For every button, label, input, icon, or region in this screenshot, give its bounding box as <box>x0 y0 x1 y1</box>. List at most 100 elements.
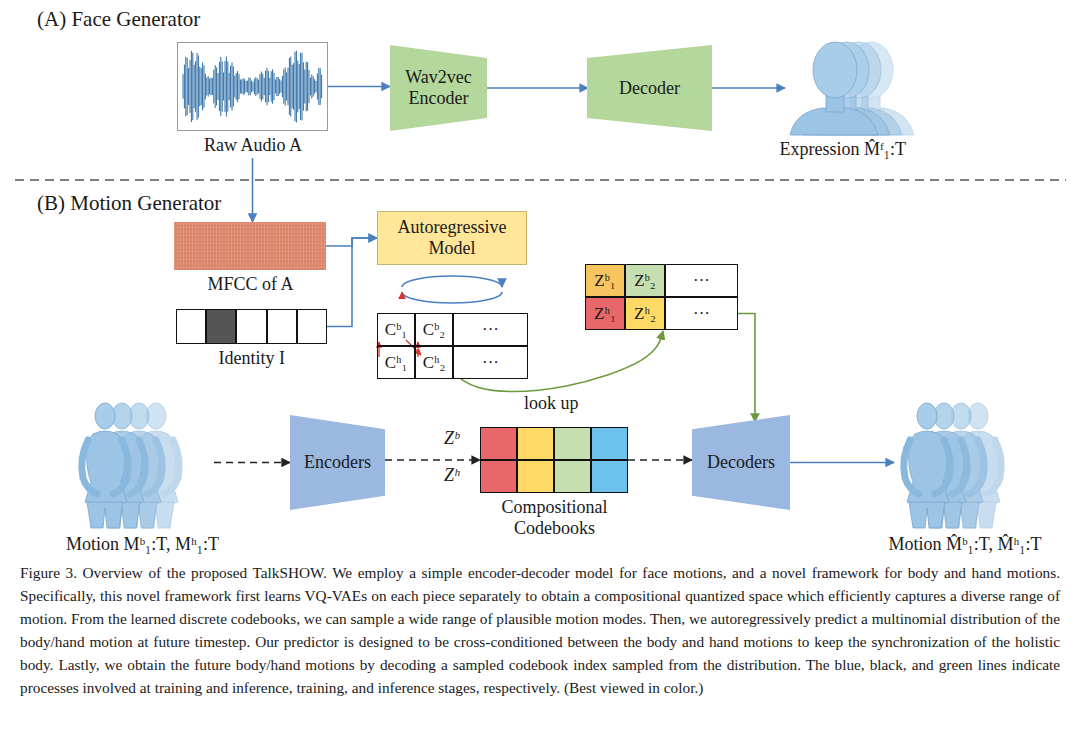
wave-stroke <box>248 78 249 96</box>
wave-stroke <box>247 80 248 92</box>
wave-stroke <box>220 57 221 116</box>
node-shape <box>176 309 327 344</box>
wave-stroke <box>222 61 223 111</box>
node-caption: Motion Mᵇ₁:T, Mʰ₁:T <box>64 534 220 555</box>
wave-stroke <box>229 73 230 101</box>
node-label: ··· <box>693 303 710 324</box>
wave-stroke <box>310 78 311 96</box>
flow-connector <box>712 87 785 89</box>
codebook-entry <box>554 427 591 460</box>
edge-label: look up <box>522 393 581 414</box>
flow-connector <box>790 462 894 464</box>
wave-stroke <box>255 77 256 96</box>
wave-stroke <box>306 62 307 112</box>
wave-stroke <box>307 62 308 111</box>
wave-stroke <box>300 53 301 120</box>
decoder-block: Decoder <box>587 45 712 131</box>
illustration-part <box>417 342 418 357</box>
wave-stroke <box>213 70 214 103</box>
wave-stroke <box>314 79 315 93</box>
wave-stroke <box>215 65 216 108</box>
node-label: Cᵇ₂ <box>423 319 446 340</box>
node-shape <box>785 42 900 135</box>
wave-stroke <box>223 72 224 100</box>
wave-stroke <box>265 71 266 103</box>
trapezoid-fill <box>692 415 790 510</box>
node-shape <box>892 395 1037 530</box>
latent-cell: Zᵇ₁ <box>585 264 625 297</box>
wave-stroke <box>279 79 280 94</box>
wave-stroke <box>206 78 207 96</box>
wave-stroke <box>209 79 210 95</box>
wave-stroke <box>268 71 269 102</box>
wave-stroke <box>234 75 235 97</box>
wave-stroke <box>267 68 268 105</box>
illustration-part <box>402 292 502 303</box>
wave-stroke <box>195 61 196 112</box>
encoder-block: Wav2vec Encoder <box>390 45 487 131</box>
wave-stroke <box>254 79 255 95</box>
wave-stroke <box>185 57 186 117</box>
illustration-part <box>904 403 950 528</box>
wave-stroke <box>289 58 290 115</box>
codebook-entry <box>480 460 517 493</box>
wave-stroke <box>227 61 228 111</box>
flow-connector <box>327 238 377 327</box>
wave-stroke <box>240 79 241 93</box>
wave-stroke <box>262 74 263 100</box>
latent-cell: ··· <box>665 297 738 330</box>
identity-vector: Identity I <box>176 309 327 369</box>
wave-stroke <box>272 69 273 103</box>
wave-stroke <box>296 51 297 123</box>
flow-connector <box>485 87 588 89</box>
flow-connector <box>328 86 390 88</box>
code-index-cell: Cᵇ₁ <box>377 313 415 346</box>
flow-connector <box>385 459 480 461</box>
wave-stroke <box>218 73 219 100</box>
autoregressive-box: Autoregressive Model <box>377 211 527 265</box>
wave-stroke <box>225 61 226 112</box>
wave-stroke <box>309 70 310 103</box>
identity-slot <box>176 309 206 344</box>
code-index-cell: Cʰ₁ <box>377 346 415 379</box>
wave-stroke <box>226 56 227 116</box>
wave-stroke <box>194 65 195 109</box>
wave-stroke <box>216 68 217 106</box>
node-label: Autoregressive Model <box>391 217 513 259</box>
wave-stroke <box>244 79 245 94</box>
audio-waveform <box>183 51 322 123</box>
wave-stroke <box>212 78 213 95</box>
wave-stroke <box>320 68 321 105</box>
trapezoid-fill <box>587 45 712 131</box>
codebook-entry <box>480 427 517 460</box>
wave-stroke <box>281 80 282 92</box>
node-shape <box>177 42 328 131</box>
face-output: Expression M̂ᶠ₁:T <box>778 42 907 160</box>
wave-stroke <box>286 72 287 100</box>
wave-stroke <box>321 75 322 99</box>
wave-stroke <box>187 58 188 115</box>
wave-stroke <box>302 53 303 121</box>
wave-stroke <box>269 78 270 95</box>
wave-stroke <box>282 76 283 97</box>
latent-cell: ··· <box>665 264 738 297</box>
wave-stroke <box>311 74 312 98</box>
face-illustration <box>790 42 914 135</box>
wave-stroke <box>304 70 305 104</box>
node-label: Decoders <box>707 452 775 473</box>
node-label: Cᵇ₁ <box>385 319 408 340</box>
latent-cell: Zʰ₁ <box>585 297 625 330</box>
motion-input-illustration <box>82 403 179 528</box>
wave-stroke <box>239 74 240 99</box>
node-label: Decoder <box>619 78 680 99</box>
wave-stroke <box>275 80 276 94</box>
illustration-part <box>406 340 421 355</box>
code-index-cell: ··· <box>453 346 528 379</box>
node-caption: MFCC of A <box>206 274 295 295</box>
encoders-block: Encoders <box>290 415 385 510</box>
latent-cell: Zᵇ₂ <box>625 264 665 297</box>
wave-stroke <box>241 79 242 93</box>
motion-output: Motion M̂ᵇ₁:T, M̂ʰ₁:T <box>887 395 1043 555</box>
wave-stroke <box>230 66 231 108</box>
